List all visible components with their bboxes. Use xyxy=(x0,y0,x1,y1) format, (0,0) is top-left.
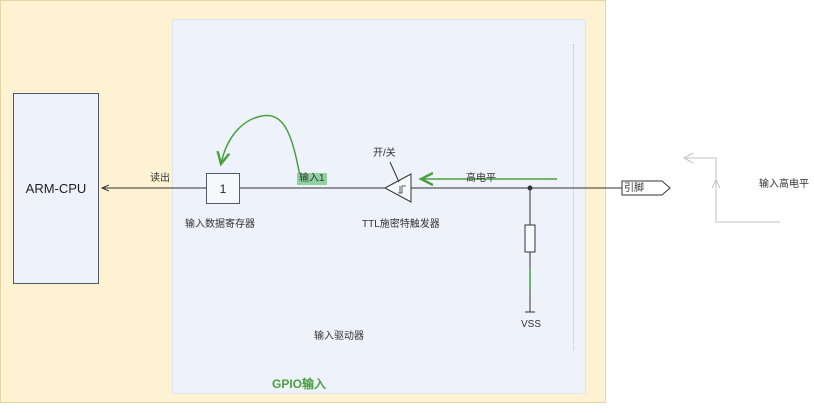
outside-high-level-label: 输入高电平 xyxy=(759,179,809,190)
input-tag: 输入1 xyxy=(297,173,327,185)
gpio-panel-title: GPIO输入 xyxy=(272,377,327,391)
vss-label: VSS xyxy=(521,319,542,330)
arm-cpu-label: ARM-CPU xyxy=(25,181,87,196)
switch-label: 开/关 xyxy=(373,148,396,159)
gpio-input-panel xyxy=(172,19,586,394)
high-level-label: 高电平 xyxy=(466,173,496,184)
arm-cpu-block: ARM-CPU xyxy=(13,93,99,284)
outside-signal-trace xyxy=(686,157,780,223)
input-data-register: 1 xyxy=(206,173,240,204)
register-value: 1 xyxy=(219,181,227,196)
pull-down-resistor xyxy=(524,224,536,253)
dotted-divider xyxy=(573,44,574,350)
register-caption: 输入数据寄存器 xyxy=(185,219,255,230)
schmitt-trigger-symbol xyxy=(383,173,412,203)
driver-caption: 输入驱动器 xyxy=(314,331,364,342)
schmitt-hysteresis-glyph xyxy=(398,185,406,194)
read-label: 读出 xyxy=(150,173,170,184)
outside-arrow-left xyxy=(683,152,694,164)
feedback-loop-arrow xyxy=(221,114,301,178)
trigger-caption: TTL施密特触发器 xyxy=(362,219,440,230)
pin-label: 引脚 xyxy=(624,183,644,194)
switch-marker xyxy=(389,161,400,183)
outside-arrow-up xyxy=(711,179,721,189)
pin-connector xyxy=(621,180,671,196)
